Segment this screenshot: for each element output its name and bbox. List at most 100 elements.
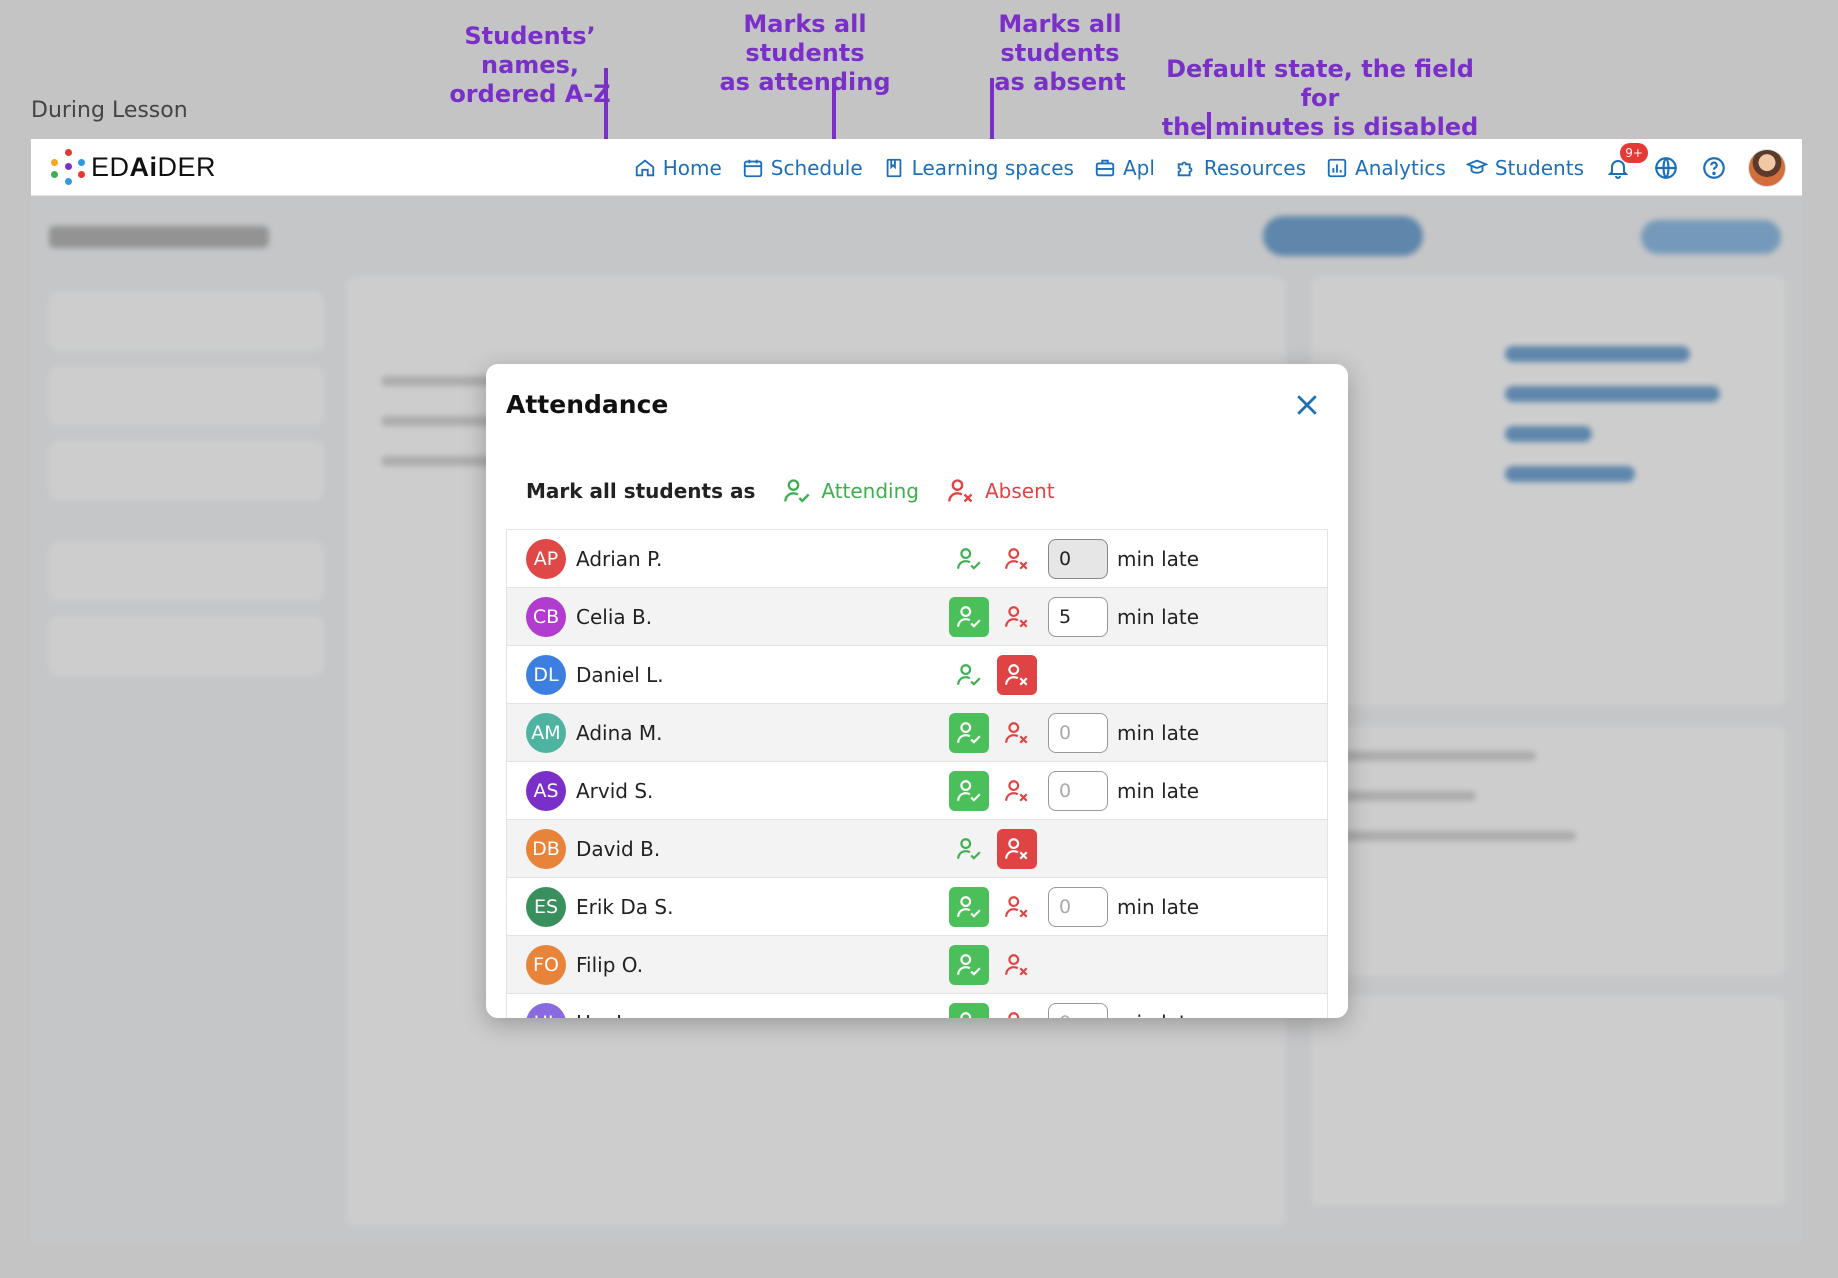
- mark-absent-button[interactable]: [997, 597, 1037, 637]
- student-row: FO Filip O.: [507, 936, 1327, 994]
- student-avatar: HL: [526, 1002, 566, 1018]
- edaider-logo[interactable]: EDAiDER: [51, 149, 216, 185]
- book-icon: [886, 158, 901, 177]
- user-x-icon: [1005, 721, 1028, 744]
- min-late-label: min late: [1117, 778, 1200, 803]
- mark-absent-button[interactable]: [997, 945, 1037, 985]
- student-row: HL H... L. min late: [507, 994, 1327, 1018]
- user-check-icon: [957, 895, 981, 918]
- student-name: H... L.: [576, 1011, 634, 1019]
- help-button[interactable]: [1700, 154, 1728, 182]
- student-row: DB David B.: [507, 820, 1327, 878]
- nav-home[interactable]: Home: [634, 156, 722, 180]
- notification-badge: 9+: [1620, 142, 1648, 163]
- user-check-icon: [957, 953, 981, 976]
- mark-absent-button[interactable]: [997, 887, 1037, 927]
- close-icon[interactable]: [1292, 390, 1322, 420]
- user-x-icon: [1005, 895, 1028, 918]
- student-name: Arvid S.: [576, 778, 654, 803]
- nav-schedule[interactable]: Schedule: [742, 156, 863, 180]
- minutes-late-input[interactable]: [1048, 538, 1108, 579]
- top-navbar: EDAiDER Home Schedule Learning spaces Ap…: [31, 139, 1802, 196]
- student-name: David B.: [576, 836, 661, 861]
- mark-absent-button[interactable]: [997, 771, 1037, 811]
- logo-mark-icon: [51, 149, 87, 185]
- mark-attending-button[interactable]: [949, 944, 989, 985]
- mark-attending-button[interactable]: [949, 829, 989, 869]
- mark-absent-button[interactable]: [997, 654, 1037, 695]
- student-name: Adina M.: [576, 720, 663, 745]
- students-icon: [1465, 159, 1488, 174]
- student-avatar: AS: [526, 770, 566, 811]
- nav-apl[interactable]: Apl: [1094, 156, 1155, 180]
- section-label: During Lesson: [31, 98, 188, 123]
- minutes-late-input[interactable]: [1048, 1002, 1108, 1018]
- student-name: Filip O.: [576, 952, 644, 977]
- annotation-minutes: Default state, the field for the minutes…: [1161, 55, 1479, 141]
- mark-attending-button[interactable]: [949, 1002, 989, 1018]
- analytics-icon: [1327, 158, 1347, 177]
- user-x-icon: [1005, 605, 1028, 628]
- nav-learning-spaces[interactable]: Learning spaces: [883, 156, 1074, 180]
- minutes-late-input[interactable]: [1048, 770, 1108, 811]
- mark-attending-button[interactable]: [949, 539, 989, 579]
- notifications-button[interactable]: 9+: [1604, 142, 1648, 182]
- bell-icon: [1607, 159, 1629, 179]
- mark-absent-button[interactable]: [997, 539, 1037, 579]
- minutes-late-input[interactable]: [1048, 886, 1108, 927]
- bg-lesson-title-placeholder: [49, 226, 269, 248]
- modal-title: Attendance: [506, 390, 669, 419]
- nav-analytics[interactable]: Analytics: [1326, 156, 1446, 180]
- logo-text: EDAiDER: [91, 151, 217, 182]
- mark-attending-button[interactable]: [949, 655, 989, 695]
- user-check-icon: [957, 605, 981, 628]
- user-check-icon: [957, 547, 981, 570]
- student-avatar: CB: [526, 596, 566, 637]
- globe-icon: [1655, 156, 1677, 179]
- student-avatar: AP: [526, 538, 566, 579]
- user-x-icon: [1005, 663, 1028, 686]
- mark-attending-button[interactable]: [949, 770, 989, 811]
- language-button[interactable]: [1652, 154, 1680, 182]
- user-avatar[interactable]: [1748, 148, 1786, 187]
- mark-attending-button[interactable]: [949, 886, 989, 927]
- user-check-icon: [957, 721, 981, 744]
- student-name: Erik Da S.: [576, 894, 674, 919]
- min-late-label: min late: [1117, 1011, 1199, 1019]
- nav-students[interactable]: Students: [1465, 156, 1584, 180]
- mark-all-attending-button[interactable]: Attending: [783, 477, 919, 505]
- mark-all-absent-button[interactable]: Absent: [947, 477, 1055, 505]
- student-avatar: DL: [526, 654, 566, 695]
- help-icon: [1703, 156, 1725, 179]
- student-avatar: DB: [526, 828, 566, 869]
- attendance-modal: Attendance Mark all students as Attendin…: [486, 364, 1348, 1018]
- student-row: AS Arvid S. min late: [507, 762, 1327, 820]
- user-x-icon: [1005, 779, 1028, 802]
- student-avatar: FO: [526, 944, 566, 985]
- student-row: DL Daniel L.: [507, 646, 1327, 704]
- student-avatar: AM: [526, 712, 566, 753]
- mark-absent-button[interactable]: [997, 828, 1037, 869]
- mark-attending-button[interactable]: [949, 712, 989, 753]
- user-check-icon: [957, 837, 981, 860]
- user-check-icon: [960, 1011, 972, 1018]
- mark-all-label: Mark all students as: [526, 479, 756, 503]
- min-late-label: min late: [1117, 894, 1200, 919]
- annotation-attending: Marks all students as attending: [719, 10, 891, 96]
- user-x-icon: [1005, 953, 1028, 976]
- minutes-late-input[interactable]: [1048, 596, 1108, 637]
- min-late-label: min late: [1117, 604, 1200, 629]
- mark-attending-button[interactable]: [949, 596, 989, 637]
- minutes-late-input[interactable]: [1048, 712, 1108, 753]
- mark-absent-button[interactable]: [997, 713, 1037, 753]
- annotation-names: Students’ names, ordered A-Z: [449, 22, 611, 108]
- nav-resources[interactable]: Resources: [1175, 156, 1306, 180]
- mark-absent-button[interactable]: [997, 1003, 1037, 1018]
- min-late-label: min late: [1117, 546, 1200, 571]
- puzzle-icon: [1177, 161, 1193, 176]
- student-name: Daniel L.: [576, 662, 664, 687]
